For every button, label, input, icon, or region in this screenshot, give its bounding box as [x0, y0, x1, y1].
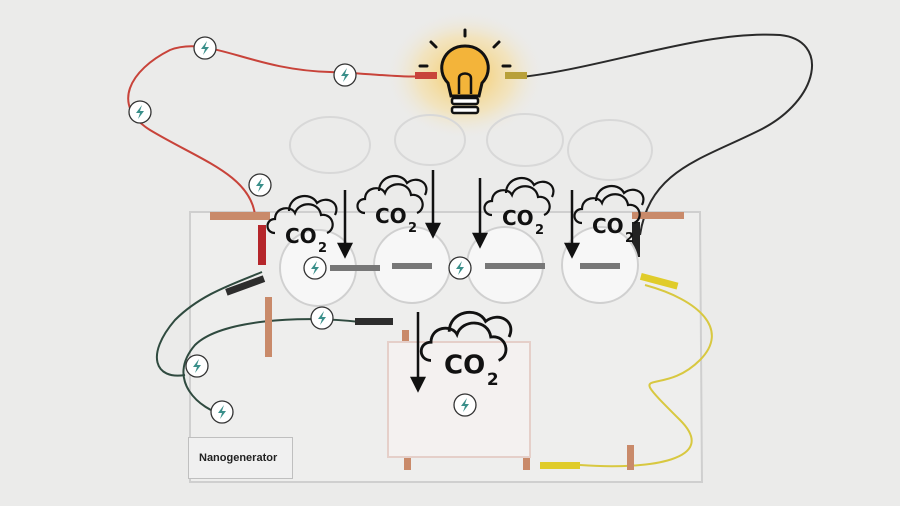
co2-subscript: 2 [408, 221, 417, 236]
lightning-icon [303, 256, 327, 280]
light-bulb-icon [418, 28, 512, 115]
petri-dishes [279, 226, 639, 307]
red-wire [127, 45, 431, 216]
co2-text: CO [592, 214, 624, 238]
co2-subscript: 2 [487, 369, 499, 389]
co2-text: CO [502, 206, 534, 230]
lightning-icon [185, 354, 209, 378]
co2-text: CO [444, 350, 485, 380]
co2-text: CO [285, 224, 317, 248]
green-wire-1 [156, 271, 263, 377]
lightning-icon [193, 36, 217, 60]
co2-cloud-icon: CO2 [573, 184, 645, 246]
nanogenerator-label-text: Nanogenerator [199, 452, 278, 464]
clips [225, 72, 679, 469]
petri-dish-lids [289, 113, 653, 181]
lightning-icon [453, 393, 477, 417]
lightning-icon [128, 100, 152, 124]
co2-cloud-icon: CO2 [356, 174, 428, 236]
lightning-icon [310, 306, 334, 330]
electrode-strips [330, 263, 620, 271]
co2-cloud-icon: CO2 [266, 194, 338, 256]
yellow-wire [579, 284, 713, 468]
lightning-icon [448, 256, 472, 280]
co2-cloud-icon: CO2 [483, 176, 555, 238]
co2-text: CO [375, 204, 407, 228]
nanogenerator-label: Nanogenerator [188, 437, 293, 479]
lightning-icon [333, 63, 357, 87]
lightning-icon [248, 173, 272, 197]
black-wire [511, 33, 814, 236]
downward-arrows [336, 170, 581, 393]
co2-subscript: 2 [535, 223, 544, 238]
co2-subscript: 2 [625, 231, 634, 246]
green-wire-2 [182, 318, 361, 416]
lightning-icon [210, 400, 234, 424]
co2-subscript: 2 [318, 241, 327, 256]
